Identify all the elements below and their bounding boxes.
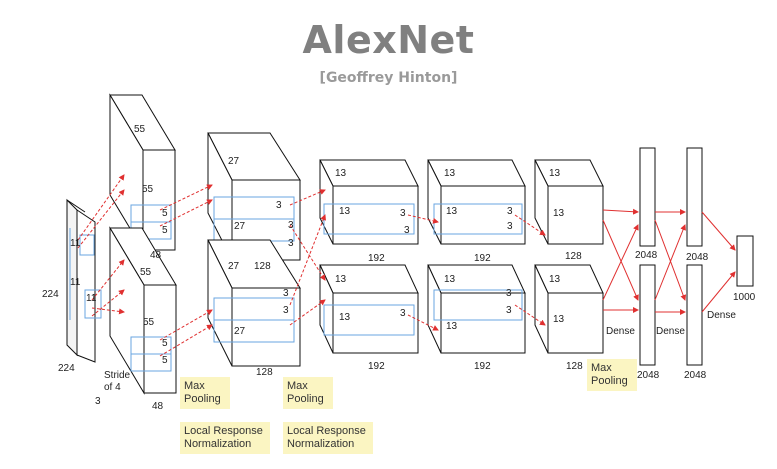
diagram-subtitle: [Geoffrey Hinton] [319, 70, 458, 86]
max-pooling-note-2: Max Pooling [283, 377, 333, 409]
conv3-top-size-label: 13 [335, 168, 347, 179]
conv1-bottom-size-label: 55 [140, 267, 152, 278]
conv4-bottom-depth-label: 192 [474, 361, 491, 372]
input-height-label: 224 [42, 289, 59, 300]
conv1-top-block [109, 93, 176, 252]
conv4-top-kernel-label-2: 3 [507, 221, 513, 232]
dense2-top-bar [686, 147, 703, 247]
conv5-bottom-size-label: 13 [549, 274, 561, 285]
input-width-label: 224 [58, 363, 75, 374]
conv2-top-kernel-label-2: 3 [288, 220, 294, 231]
conv2-top-size-label: 27 [228, 156, 240, 167]
conv4-bottom-kernel-label-2: 3 [506, 305, 512, 316]
conv1-bottom-block [109, 226, 177, 395]
dense2-label: Dense [656, 326, 685, 337]
conv3-top-depth-label: 192 [368, 253, 385, 264]
dense3-label: Dense [707, 310, 736, 321]
conv2-bottom-kernel-label-2: 3 [283, 305, 289, 316]
conv3-top-kernel-label-2: 3 [404, 225, 410, 236]
dense2-bottom-bar [686, 264, 703, 366]
conv3-bottom-depth-label: 192 [368, 361, 385, 372]
dense1-label: Dense [606, 326, 635, 337]
dense1-top-bar [639, 147, 656, 247]
stride-label-line1: Stride [104, 370, 131, 381]
kernel-label-2: 11 [70, 277, 81, 288]
kernel-label-3: 11 [86, 293, 97, 304]
conv1-bottom-inner-label: 55 [143, 317, 155, 328]
conv4-bottom-kernel-label: 3 [506, 288, 512, 299]
labels: 224 224 3 11 11 11 Stride of 4 55 55 5 5… [42, 124, 756, 412]
input-image [66, 198, 102, 363]
lrn-note-2: Local Response Normalization [283, 422, 373, 454]
conv2-bottom-kernel-label: 3 [283, 288, 289, 299]
input-depth-label: 3 [95, 396, 101, 407]
conv1-top-kernel-label: 5 [162, 208, 168, 219]
dense1-top-size-label: 2048 [635, 250, 658, 261]
conv4-bottom-inner-label: 13 [446, 321, 458, 332]
conv1-bottom-depth-label: 48 [152, 401, 164, 412]
conv4-top-block [427, 159, 526, 245]
conv1-top-size-label: 55 [134, 124, 146, 135]
conv2-top-kernel-label: 3 [276, 200, 282, 211]
conv4-bottom-block [427, 264, 526, 354]
conv1-top-depth-label: 48 [150, 250, 162, 261]
conv4-top-depth-label: 192 [474, 253, 491, 264]
dense-arrows [602, 208, 736, 315]
conv2-bottom-block [207, 239, 301, 367]
conv3-top-kernel-label: 3 [400, 208, 406, 219]
conv2-top-depth-label: 128 [254, 261, 271, 272]
conv5-bottom-block [534, 264, 604, 354]
dense2-top-size-label: 2048 [686, 252, 709, 263]
diagram-title: AlexNet [302, 18, 475, 62]
dense1-bottom-bar [639, 264, 656, 366]
output-bar [736, 235, 754, 287]
conv5-top-size-label: 13 [549, 168, 561, 179]
conv2-top-inner-label: 27 [234, 221, 246, 232]
connection-arrows [77, 174, 546, 357]
conv2-bottom-depth-label: 128 [256, 367, 273, 378]
conv4-bottom-size-label: 13 [444, 274, 456, 285]
lrn-note-1: Local Response Normalization [180, 422, 270, 454]
conv5-top-block [534, 159, 604, 245]
conv4-top-kernel-label: 3 [507, 206, 513, 217]
conv1-top-inner-label: 55 [142, 184, 154, 195]
conv4-top-size-label: 13 [444, 168, 456, 179]
conv4-top-inner-label: 13 [446, 206, 458, 217]
conv5-top-depth-label: 128 [565, 251, 582, 262]
conv2-mid-size-label: 27 [228, 261, 240, 272]
dense2-bottom-size-label: 2048 [684, 370, 707, 381]
max-pooling-note-1: Max Pooling [180, 377, 230, 409]
conv3-top-block [319, 159, 419, 245]
stride-label-line2: of 4 [104, 382, 121, 393]
conv3-bottom-kernel-label: 3 [400, 308, 406, 319]
conv5-bottom-depth-label: 128 [566, 361, 583, 372]
conv1-bottom-kernel-label-2: 5 [162, 355, 168, 366]
max-pooling-note-3: Max Pooling [587, 359, 637, 391]
conv1-top-kernel-label-2: 5 [162, 225, 168, 236]
conv2-bottom-inner-label: 27 [234, 326, 246, 337]
conv3-bottom-inner-label: 13 [339, 312, 351, 323]
dense1-bottom-size-label: 2048 [637, 370, 660, 381]
conv1-bottom-kernel-label: 5 [162, 338, 168, 349]
conv3-bottom-size-label: 13 [335, 274, 347, 285]
conv5-top-inner-label: 13 [553, 208, 565, 219]
output-size-label: 1000 [733, 292, 756, 303]
conv2-top-kernel-label-3: 3 [288, 238, 294, 249]
conv3-top-inner-label: 13 [339, 206, 351, 217]
conv5-bottom-inner-label: 13 [553, 314, 565, 325]
kernel-label-1: 11 [70, 238, 81, 249]
